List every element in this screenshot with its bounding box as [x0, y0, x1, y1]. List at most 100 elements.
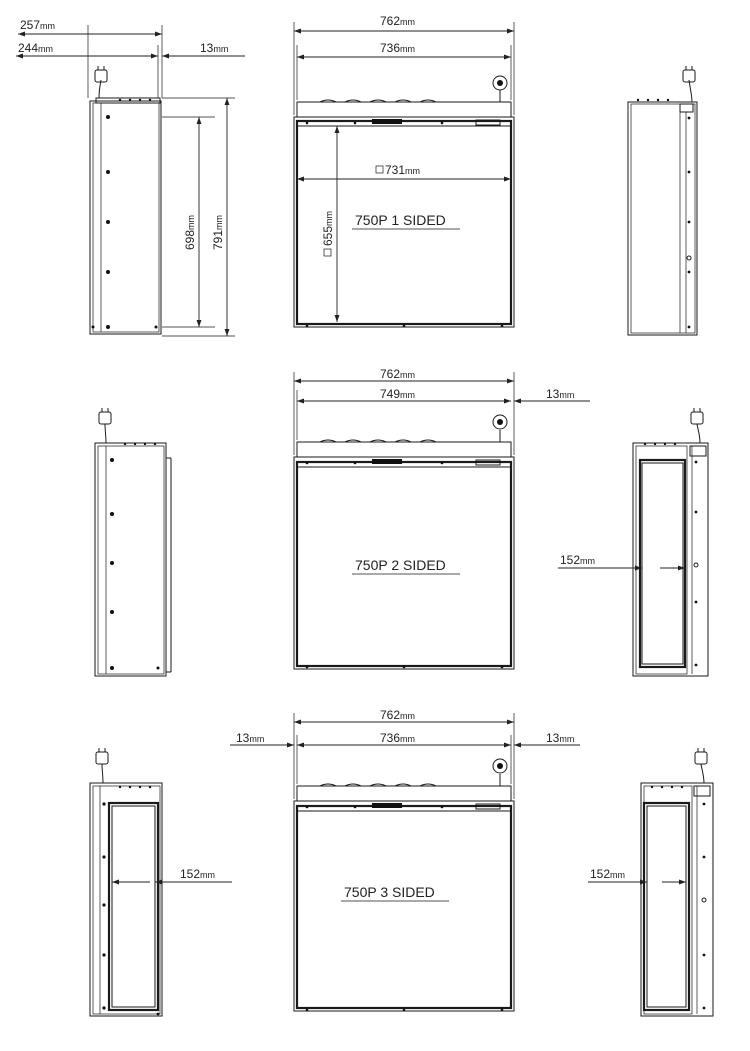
- plug-icon: [682, 66, 696, 103]
- svg-text:762mm: 762mm: [380, 367, 415, 381]
- dim-152-b-unit: mm: [200, 870, 215, 880]
- dims-front-2: [293, 372, 590, 455]
- dim-13-b-value: 13: [546, 387, 560, 401]
- dim-655-value: 655: [321, 226, 335, 246]
- dim-749-unit: mm: [400, 390, 415, 400]
- dim-749-value: 749: [380, 387, 400, 401]
- svg-text:736mm: 736mm: [380, 41, 415, 55]
- dims-side-left-1: [15, 25, 245, 337]
- svg-text:762mm: 762mm: [380, 708, 415, 722]
- dim-791: 791mm: [211, 215, 225, 250]
- dim-13-c: 13mm: [236, 731, 264, 745]
- dim-762-b-value: 762: [380, 367, 400, 381]
- dim-762-b-unit: mm: [400, 370, 415, 380]
- dim-244-unit: mm: [38, 44, 53, 54]
- dim-13-c-value: 13: [236, 731, 250, 745]
- plug-icon: [94, 66, 108, 99]
- side-view-left-2: [94, 408, 172, 677]
- svg-text:749mm: 749mm: [380, 387, 415, 401]
- svg-text:791mm: 791mm: [211, 215, 225, 250]
- dim-13-a-unit: mm: [213, 44, 228, 54]
- dim-736-b-unit: mm: [400, 734, 415, 744]
- dims-front-3: [230, 713, 580, 799]
- plug-icon: [492, 75, 508, 102]
- dim-152-c-value: 152: [590, 867, 610, 881]
- svg-text:257mm: 257mm: [20, 18, 55, 32]
- front-view-1: 750P 1 SIDED: [293, 75, 515, 328]
- dim-762-b: 762mm: [380, 367, 415, 381]
- dim-13-a-value: 13: [200, 41, 214, 55]
- dim-731-value: 731: [385, 163, 405, 177]
- dim-736-a-unit: mm: [400, 44, 415, 54]
- dim-257-unit: mm: [40, 21, 55, 31]
- dim-13-a: 13mm: [200, 41, 228, 55]
- dim-698-unit: mm: [186, 215, 196, 230]
- dim-736-b: 736mm: [380, 731, 415, 745]
- dim-749: 749mm: [380, 387, 415, 401]
- plug-icon: [98, 408, 112, 444]
- svg-text:13mm: 13mm: [546, 731, 574, 745]
- dim-13-d: 13mm: [546, 731, 574, 745]
- dim-13-c-unit: mm: [249, 734, 264, 744]
- dim-152-a: 152mm: [560, 553, 595, 567]
- plug-icon: [694, 748, 708, 784]
- dim-152-a-unit: mm: [580, 556, 595, 566]
- front-view-3: 750P 3 SIDED: [293, 758, 515, 1012]
- plug-icon: [690, 408, 704, 444]
- dim-762-c: 762mm: [380, 708, 415, 722]
- side-view-left-3: [89, 748, 163, 1017]
- dim-655: 655mm: [321, 211, 335, 257]
- side-view-right-3: [640, 748, 714, 1017]
- dim-791-unit: mm: [214, 215, 224, 230]
- dim-257: 257mm: [20, 18, 55, 32]
- view-title-1-sided: 750P 1 SIDED: [355, 212, 446, 228]
- dim-152-c-unit: mm: [610, 870, 625, 880]
- svg-text:736mm: 736mm: [380, 731, 415, 745]
- dim-13-d-unit: mm: [559, 734, 574, 744]
- view-title-2-sided: 750P 2 SIDED: [355, 557, 446, 573]
- svg-text:13mm: 13mm: [200, 41, 228, 55]
- svg-text:13mm: 13mm: [236, 731, 264, 745]
- dim-762-a-value: 762: [380, 14, 400, 28]
- svg-text:152mm: 152mm: [560, 553, 595, 567]
- svg-text:244mm: 244mm: [18, 41, 53, 55]
- svg-text:152mm: 152mm: [180, 867, 215, 881]
- plug-icon: [492, 414, 508, 442]
- dim-731: 731mm: [375, 163, 420, 177]
- dim-736-a: 736mm: [380, 41, 415, 55]
- plug-icon: [492, 758, 508, 786]
- dim-13-b: 13mm: [546, 387, 574, 401]
- dim-762-c-value: 762: [380, 708, 400, 722]
- dim-152-c: 152mm: [590, 867, 625, 881]
- dim-736-a-value: 736: [380, 41, 400, 55]
- dim-244: 244mm: [18, 41, 53, 55]
- dim-762-a-unit: mm: [400, 17, 415, 27]
- dim-762-a: 762mm: [380, 14, 415, 28]
- front-view-2: 750P 2 SIDED: [293, 414, 515, 670]
- dim-698: 698mm: [183, 215, 197, 250]
- dim-698-value: 698: [183, 230, 197, 250]
- side-view-left-1: [89, 66, 162, 335]
- dim-13-b-unit: mm: [559, 390, 574, 400]
- svg-text:13mm: 13mm: [546, 387, 574, 401]
- dim-152-a-value: 152: [560, 553, 580, 567]
- dim-244-value: 244: [18, 41, 38, 55]
- dim-13-d-value: 13: [546, 731, 560, 745]
- svg-text:731mm: 731mm: [385, 163, 420, 177]
- side-view-right-2: [632, 408, 709, 677]
- svg-text:762mm: 762mm: [380, 14, 415, 28]
- dim-257-value: 257: [20, 18, 40, 32]
- dim-152-b: 152mm: [180, 867, 215, 881]
- dims-front-1: [293, 22, 515, 322]
- dim-736-b-value: 736: [380, 731, 400, 745]
- svg-text:655mm: 655mm: [321, 211, 335, 246]
- dim-791-value: 791: [211, 230, 225, 250]
- dim-655-unit: mm: [324, 211, 334, 226]
- dim-152-b-value: 152: [180, 867, 200, 881]
- dim-731-unit: mm: [405, 166, 420, 176]
- dim-762-c-unit: mm: [400, 711, 415, 721]
- svg-text:152mm: 152mm: [590, 867, 625, 881]
- plug-icon: [95, 748, 109, 784]
